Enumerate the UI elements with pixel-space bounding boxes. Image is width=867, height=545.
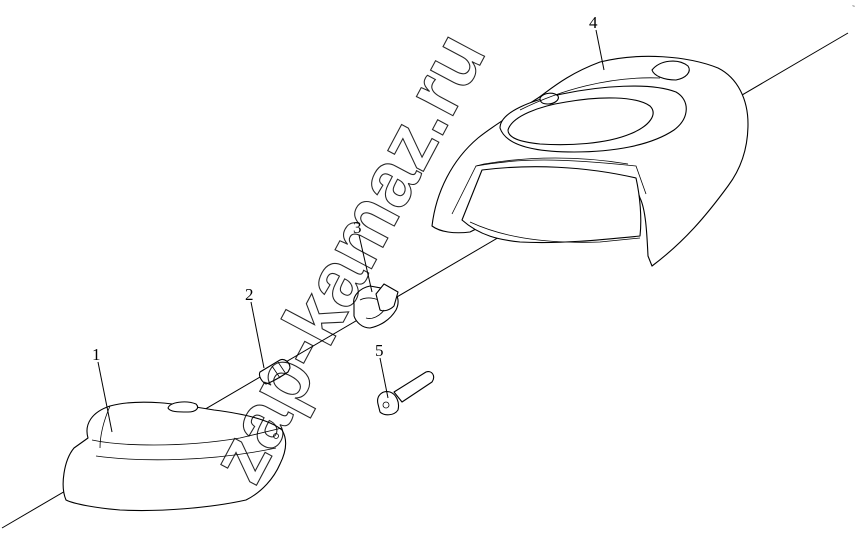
callout-2: 2 <box>245 285 254 304</box>
callout-3: 3 <box>353 218 362 237</box>
watermark-text: zap-kamaz.ru <box>192 18 502 496</box>
part-2-bulb <box>258 358 291 385</box>
corner-mark: ~ <box>852 4 855 10</box>
callout-4: 4 <box>589 13 598 32</box>
part-4-housing <box>431 55 749 267</box>
part-1-lens <box>62 401 287 512</box>
leader-lines <box>97 29 605 433</box>
callout-5: 5 <box>375 341 384 360</box>
part-3-socket <box>353 283 399 329</box>
part-5-bolt <box>377 371 435 416</box>
callout-1: 1 <box>92 345 101 364</box>
